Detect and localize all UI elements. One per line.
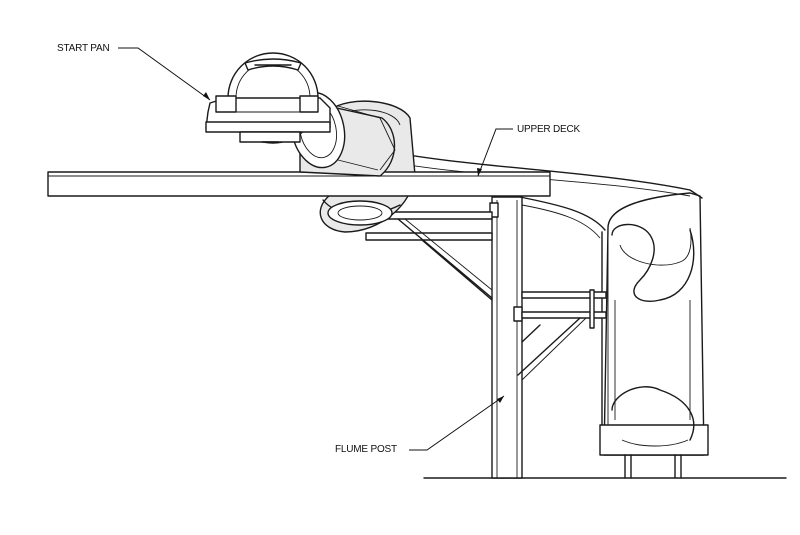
start-pan-leader xyxy=(118,47,211,101)
slide-flume-vertical xyxy=(599,192,709,479)
upper-deck-label: UPPER DECK xyxy=(517,124,581,135)
start-pan xyxy=(205,52,331,144)
upper-deck xyxy=(47,171,551,197)
support-brackets xyxy=(335,211,607,381)
slide-flume-curve xyxy=(379,149,703,426)
upper-deck-leader xyxy=(477,128,513,177)
label-upper-deck: UPPER DECK xyxy=(477,124,581,177)
flume-post-leader xyxy=(409,395,505,451)
label-start-pan: START PAN xyxy=(57,43,211,101)
flume-post-label: FLUME POST xyxy=(335,444,397,455)
flume-post xyxy=(489,196,523,479)
label-flume-post: FLUME POST xyxy=(335,395,505,455)
start-pan-label: START PAN xyxy=(57,43,109,54)
